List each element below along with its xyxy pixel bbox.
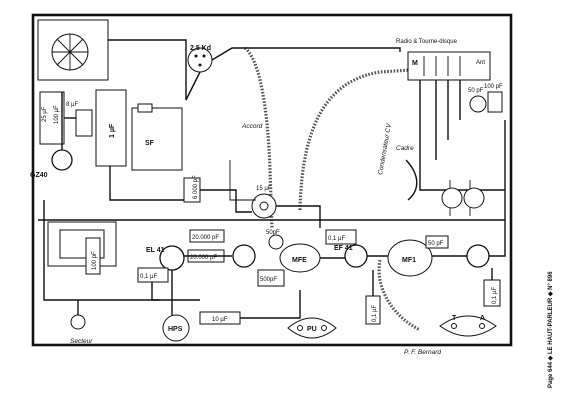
cap-25uf-label: 25 µF xyxy=(42,106,48,122)
capacitor-100pf-right: 100 pF xyxy=(484,84,503,113)
cap-1uf-label: 1 µF xyxy=(109,123,116,138)
capacitor-10uf: 10 µF xyxy=(199,311,241,325)
accord-label: Accord xyxy=(241,123,263,130)
output-transformer xyxy=(47,221,117,267)
pickup-socket: PU xyxy=(287,317,337,339)
mains-input: Secteur xyxy=(70,300,93,345)
antenna-a-label: A xyxy=(480,315,485,322)
selector-m-label: M xyxy=(412,60,418,67)
antenna-earth-socket: T A xyxy=(439,315,497,337)
tube-converter xyxy=(232,244,256,268)
cv-label: Condensateur CV xyxy=(377,123,393,176)
page-caption: Page 644 ◆ LE HAUT-PARLEUR ◆ N° 896 xyxy=(547,271,554,388)
capacitor-0-1uf-c: 0,1 µF xyxy=(365,295,381,325)
capacitor-8uf: 8 µF xyxy=(66,102,93,137)
pu-label: PU xyxy=(307,326,317,333)
cap-15uf-label: 15 µF xyxy=(256,186,272,192)
speaker-label: 2,5 Kd xyxy=(190,45,211,52)
capacitor-100pf: 100 pF xyxy=(85,237,101,275)
capacitor-20000pf-1: 20.000 pF xyxy=(189,229,225,243)
hps-socket: HPS xyxy=(162,314,190,342)
cap-100pf-label: 100 pF xyxy=(92,251,98,270)
cap-6000pf-label: 6 000 pF xyxy=(193,175,199,199)
signature: P. F. Bernard xyxy=(404,349,441,356)
capacitor-0-1uf-a: 0,1 µF xyxy=(137,267,169,283)
shielded-cable-1 xyxy=(243,46,274,229)
cap-8uf-label: 8 µF xyxy=(66,102,78,108)
cap-20000pf-2-label: 20.000 pF xyxy=(190,255,217,261)
if-transformer-mfe: MFE xyxy=(279,243,321,273)
selector-ant-label: Ant xyxy=(476,60,485,66)
cap-50pf-b-label: 50 pF xyxy=(428,241,444,247)
mf1-label: MF1 xyxy=(402,257,416,264)
selector-label: Radio & Tourne-disque xyxy=(396,39,458,45)
speaker-socket: 2,5 Kd xyxy=(187,45,213,73)
electrolytic-capacitor-block: 25 µF 100 µF xyxy=(39,91,65,145)
cap-100uf-label: 100 µF xyxy=(54,105,60,124)
capacitor-500pf: 500pF xyxy=(257,269,285,287)
capacitor-1uf: 1 µF xyxy=(95,89,127,167)
tube-right xyxy=(466,244,490,268)
hps-label: HPS xyxy=(168,326,183,333)
cap-50pf-right-label: 50 pF xyxy=(468,88,484,94)
tube-gz40-label: GZ40 xyxy=(30,172,48,179)
wiring xyxy=(38,39,506,319)
cap-20000pf-1-label: 20.000 pF xyxy=(192,235,219,241)
selector-switch: Radio & Tourne-disque M Ant xyxy=(396,39,491,81)
cap-0-1uf-d-label: 0,1 µF xyxy=(492,287,498,304)
capacitor-15uf: 15 µF xyxy=(251,186,277,219)
power-transformer xyxy=(37,19,109,81)
mfe-label: MFE xyxy=(292,257,307,264)
chassis-outline xyxy=(31,13,513,347)
cap-0-1uf-b-label: 0,1 µF xyxy=(328,236,345,242)
tube-el41-label: EL 41 xyxy=(146,247,165,254)
capacitor-0-1uf-d: 0,1 µF xyxy=(483,279,501,307)
cap-0-1uf-a-label: 0,1 µF xyxy=(140,274,157,280)
capacitor-50pf-right: 50 pF xyxy=(468,88,487,113)
capacitor-50pf: 50pF xyxy=(266,230,284,250)
filter-choke-sf: SF xyxy=(131,103,183,171)
cadre-label: Cadre xyxy=(396,145,414,152)
tuning-variable-capacitor xyxy=(441,187,485,209)
choke-sf-label: SF xyxy=(145,140,155,147)
tube-ef41-label: EF 41 xyxy=(334,245,353,252)
tube-ef41: EF 41 xyxy=(334,244,368,268)
antenna-t-label: T xyxy=(452,315,457,322)
shielded-cable-3 xyxy=(377,259,421,332)
shielded-cable-2 xyxy=(298,68,411,211)
capacitor-6000pf: 6 000 pF xyxy=(183,175,201,203)
tube-el41: EL 41 xyxy=(146,245,185,271)
cap-500pf-label: 500pF xyxy=(260,277,277,283)
capacitor-50pf-b: 50 pF xyxy=(425,235,449,249)
cap-0-1uf-c-label: 0,1 µF xyxy=(372,305,378,322)
cap-10uf-label: 10 µF xyxy=(212,317,228,323)
secteur-label: Secteur xyxy=(70,338,93,345)
if-transformer-mf1: MF1 xyxy=(387,239,433,277)
tube-gz40: GZ40 xyxy=(30,149,73,179)
cap-50pf-label: 50pF xyxy=(266,230,280,236)
cap-100pf-right-label: 100 pF xyxy=(484,84,503,90)
capacitor-0-1uf-b: 0,1 µF xyxy=(325,229,357,245)
